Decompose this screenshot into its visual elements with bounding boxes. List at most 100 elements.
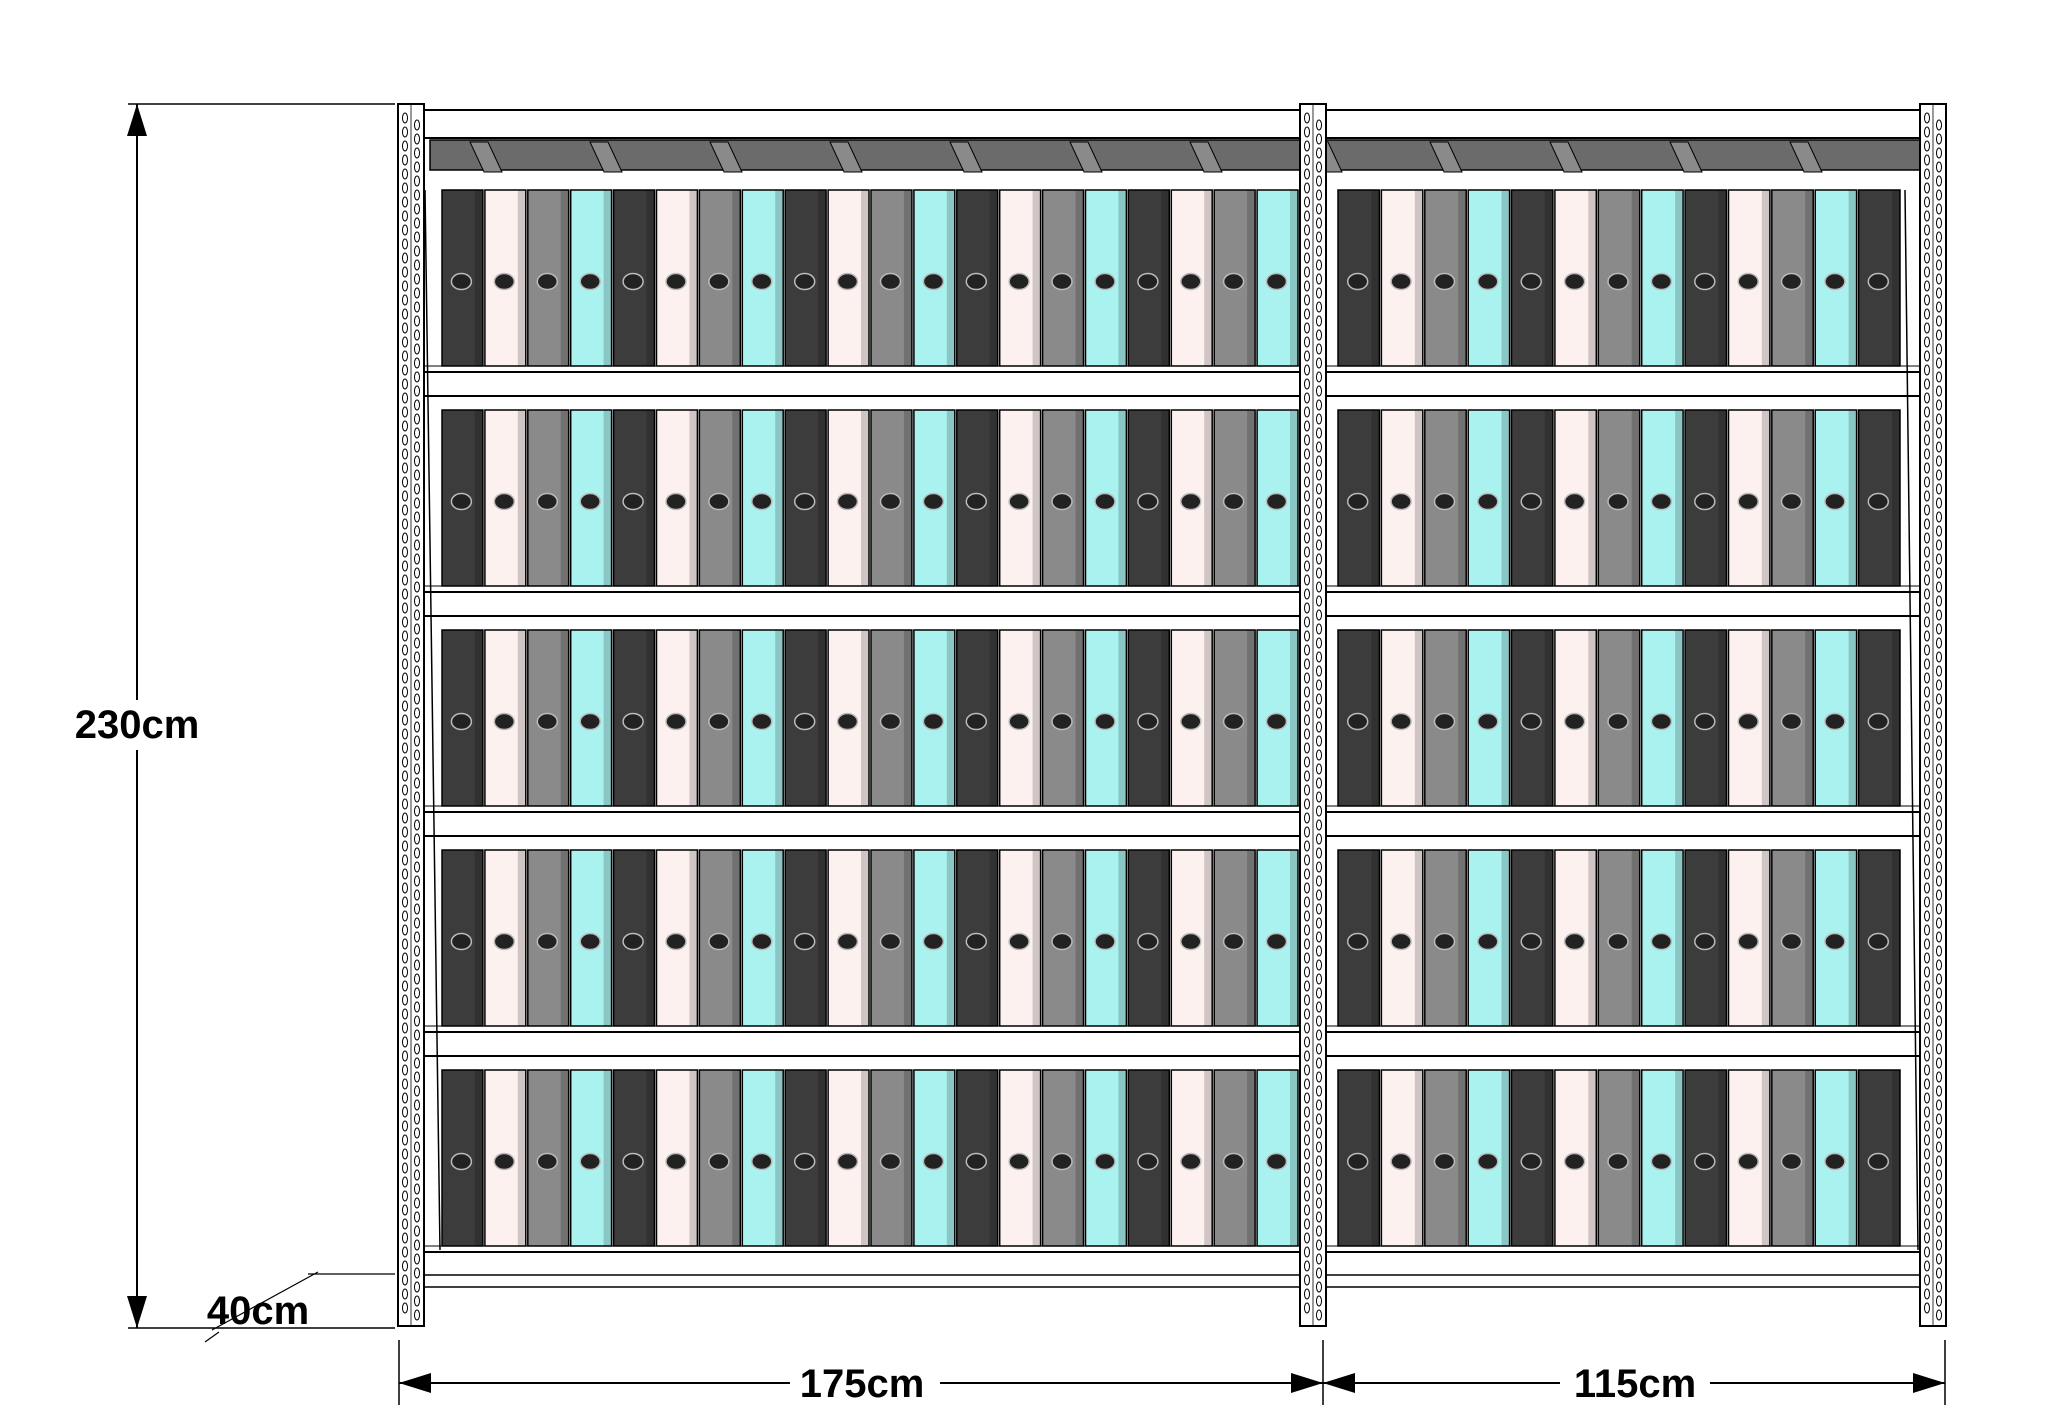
binder-spine-shade: [1118, 1070, 1127, 1246]
binder-spine-shade: [646, 1070, 655, 1246]
binder-ring-hole: [1051, 712, 1073, 731]
binder-ring-hole: [1433, 712, 1456, 731]
binder-spine-shade: [689, 630, 698, 806]
binder-spine-shade: [1892, 850, 1900, 1026]
binder-ring-hole: [708, 272, 730, 291]
post-slot: [1924, 392, 1930, 404]
post-slot: [1304, 700, 1310, 712]
binder-ring-hole: [1563, 932, 1586, 951]
post-slot: [414, 679, 420, 691]
post-slot: [1924, 1106, 1930, 1118]
post-slot: [1936, 651, 1942, 663]
post-slot: [1304, 322, 1310, 334]
post-slot: [1316, 1141, 1322, 1153]
post-slot: [402, 1246, 408, 1258]
post-slot: [414, 875, 420, 887]
binder-ring-hole: [622, 1152, 644, 1171]
binder-ring-hole: [1477, 932, 1499, 951]
post-slot: [1936, 525, 1942, 537]
binder-spine-shade: [1501, 1070, 1510, 1246]
post-slot: [1304, 1134, 1310, 1146]
binder-spine-shade: [818, 850, 827, 1026]
post-slot: [414, 175, 420, 187]
post-slot: [414, 819, 420, 831]
post-slot: [1936, 1015, 1942, 1027]
post-slot: [1304, 546, 1310, 558]
post-slot: [402, 252, 408, 264]
post-slot: [1304, 112, 1310, 124]
post-slot: [402, 616, 408, 628]
binder-spine-shade: [1371, 410, 1380, 586]
binder-spine-shade: [1371, 1070, 1380, 1246]
post-slot: [1924, 770, 1930, 782]
post-slot: [1304, 476, 1310, 488]
binder-ring-hole: [1265, 492, 1288, 511]
binder-spine-shade: [861, 410, 869, 586]
post-slot: [1304, 672, 1310, 684]
binder-ring-hole: [1867, 712, 1890, 731]
binder-spine-shade: [818, 1070, 827, 1246]
post-slot: [1924, 182, 1930, 194]
post-slot: [414, 651, 420, 663]
post-slot: [1924, 1190, 1930, 1202]
post-slot: [1304, 252, 1310, 264]
binder-spine-shade: [1892, 630, 1900, 806]
post-slot: [414, 399, 420, 411]
binder-ring-hole: [1346, 272, 1369, 291]
binder-ring-hole: [1180, 1152, 1202, 1171]
binder-spine-shade: [903, 630, 912, 806]
binder-spine-shade: [1371, 190, 1380, 366]
width-left-label-bg: [790, 1360, 940, 1406]
depth-tick: [204, 1331, 220, 1343]
post-slot: [414, 973, 420, 985]
side-brace: [1904, 189, 1919, 1251]
binder-ring-hole: [1390, 1152, 1412, 1171]
post-slot: [1316, 595, 1322, 607]
binder-spine-shade: [1631, 410, 1640, 586]
post-slot: [1304, 1120, 1310, 1132]
binder-ring-hole: [1650, 712, 1673, 731]
post-slot: [1316, 539, 1322, 551]
binder-spine-shade: [474, 630, 483, 806]
binder-spine-shade: [1075, 850, 1084, 1026]
post-slot: [1924, 840, 1930, 852]
binder-ring-hole: [579, 712, 601, 731]
binder-ring-hole: [1094, 1152, 1116, 1171]
post-slot: [1936, 147, 1942, 159]
post-slot: [414, 945, 420, 957]
binder-ring-hole: [793, 932, 816, 951]
binder-ring-hole: [1607, 492, 1629, 511]
post-slot: [1316, 287, 1322, 299]
post-slot: [1924, 994, 1930, 1006]
deck-slat: [829, 141, 863, 173]
post-slot: [1924, 1218, 1930, 1230]
post-slot: [1936, 497, 1942, 509]
binder-spine-shade: [1761, 630, 1770, 806]
binder-spine-shade: [1458, 1070, 1467, 1246]
binder-spine-shade: [989, 630, 998, 806]
binder-spine-shade: [1675, 190, 1684, 366]
binder-spine-shade: [1247, 630, 1256, 806]
post-slot: [402, 658, 408, 670]
post-slot: [402, 196, 408, 208]
post-slot: [1316, 637, 1322, 649]
binder-ring-hole: [665, 492, 687, 511]
post-slot: [1316, 763, 1322, 775]
post-slot: [402, 1176, 408, 1188]
post-slot: [1316, 1015, 1322, 1027]
binder-ring-hole: [836, 492, 859, 511]
post-slot: [414, 1253, 420, 1265]
binder-ring-hole: [751, 712, 773, 731]
post-slot: [1316, 1113, 1322, 1125]
binder-spine-shade: [1588, 190, 1597, 366]
post-slot: [1316, 315, 1322, 327]
post-slot: [1304, 1092, 1310, 1104]
post-slot: [1316, 819, 1322, 831]
post-slot: [1936, 973, 1942, 985]
binder-ring-hole: [1137, 272, 1159, 291]
deck-slat: [1069, 141, 1103, 173]
post-slot: [1304, 1022, 1310, 1034]
binder-spine-shade: [603, 1070, 612, 1246]
binder-spine-shade: [1501, 410, 1510, 586]
binder-ring-hole: [879, 1152, 902, 1171]
